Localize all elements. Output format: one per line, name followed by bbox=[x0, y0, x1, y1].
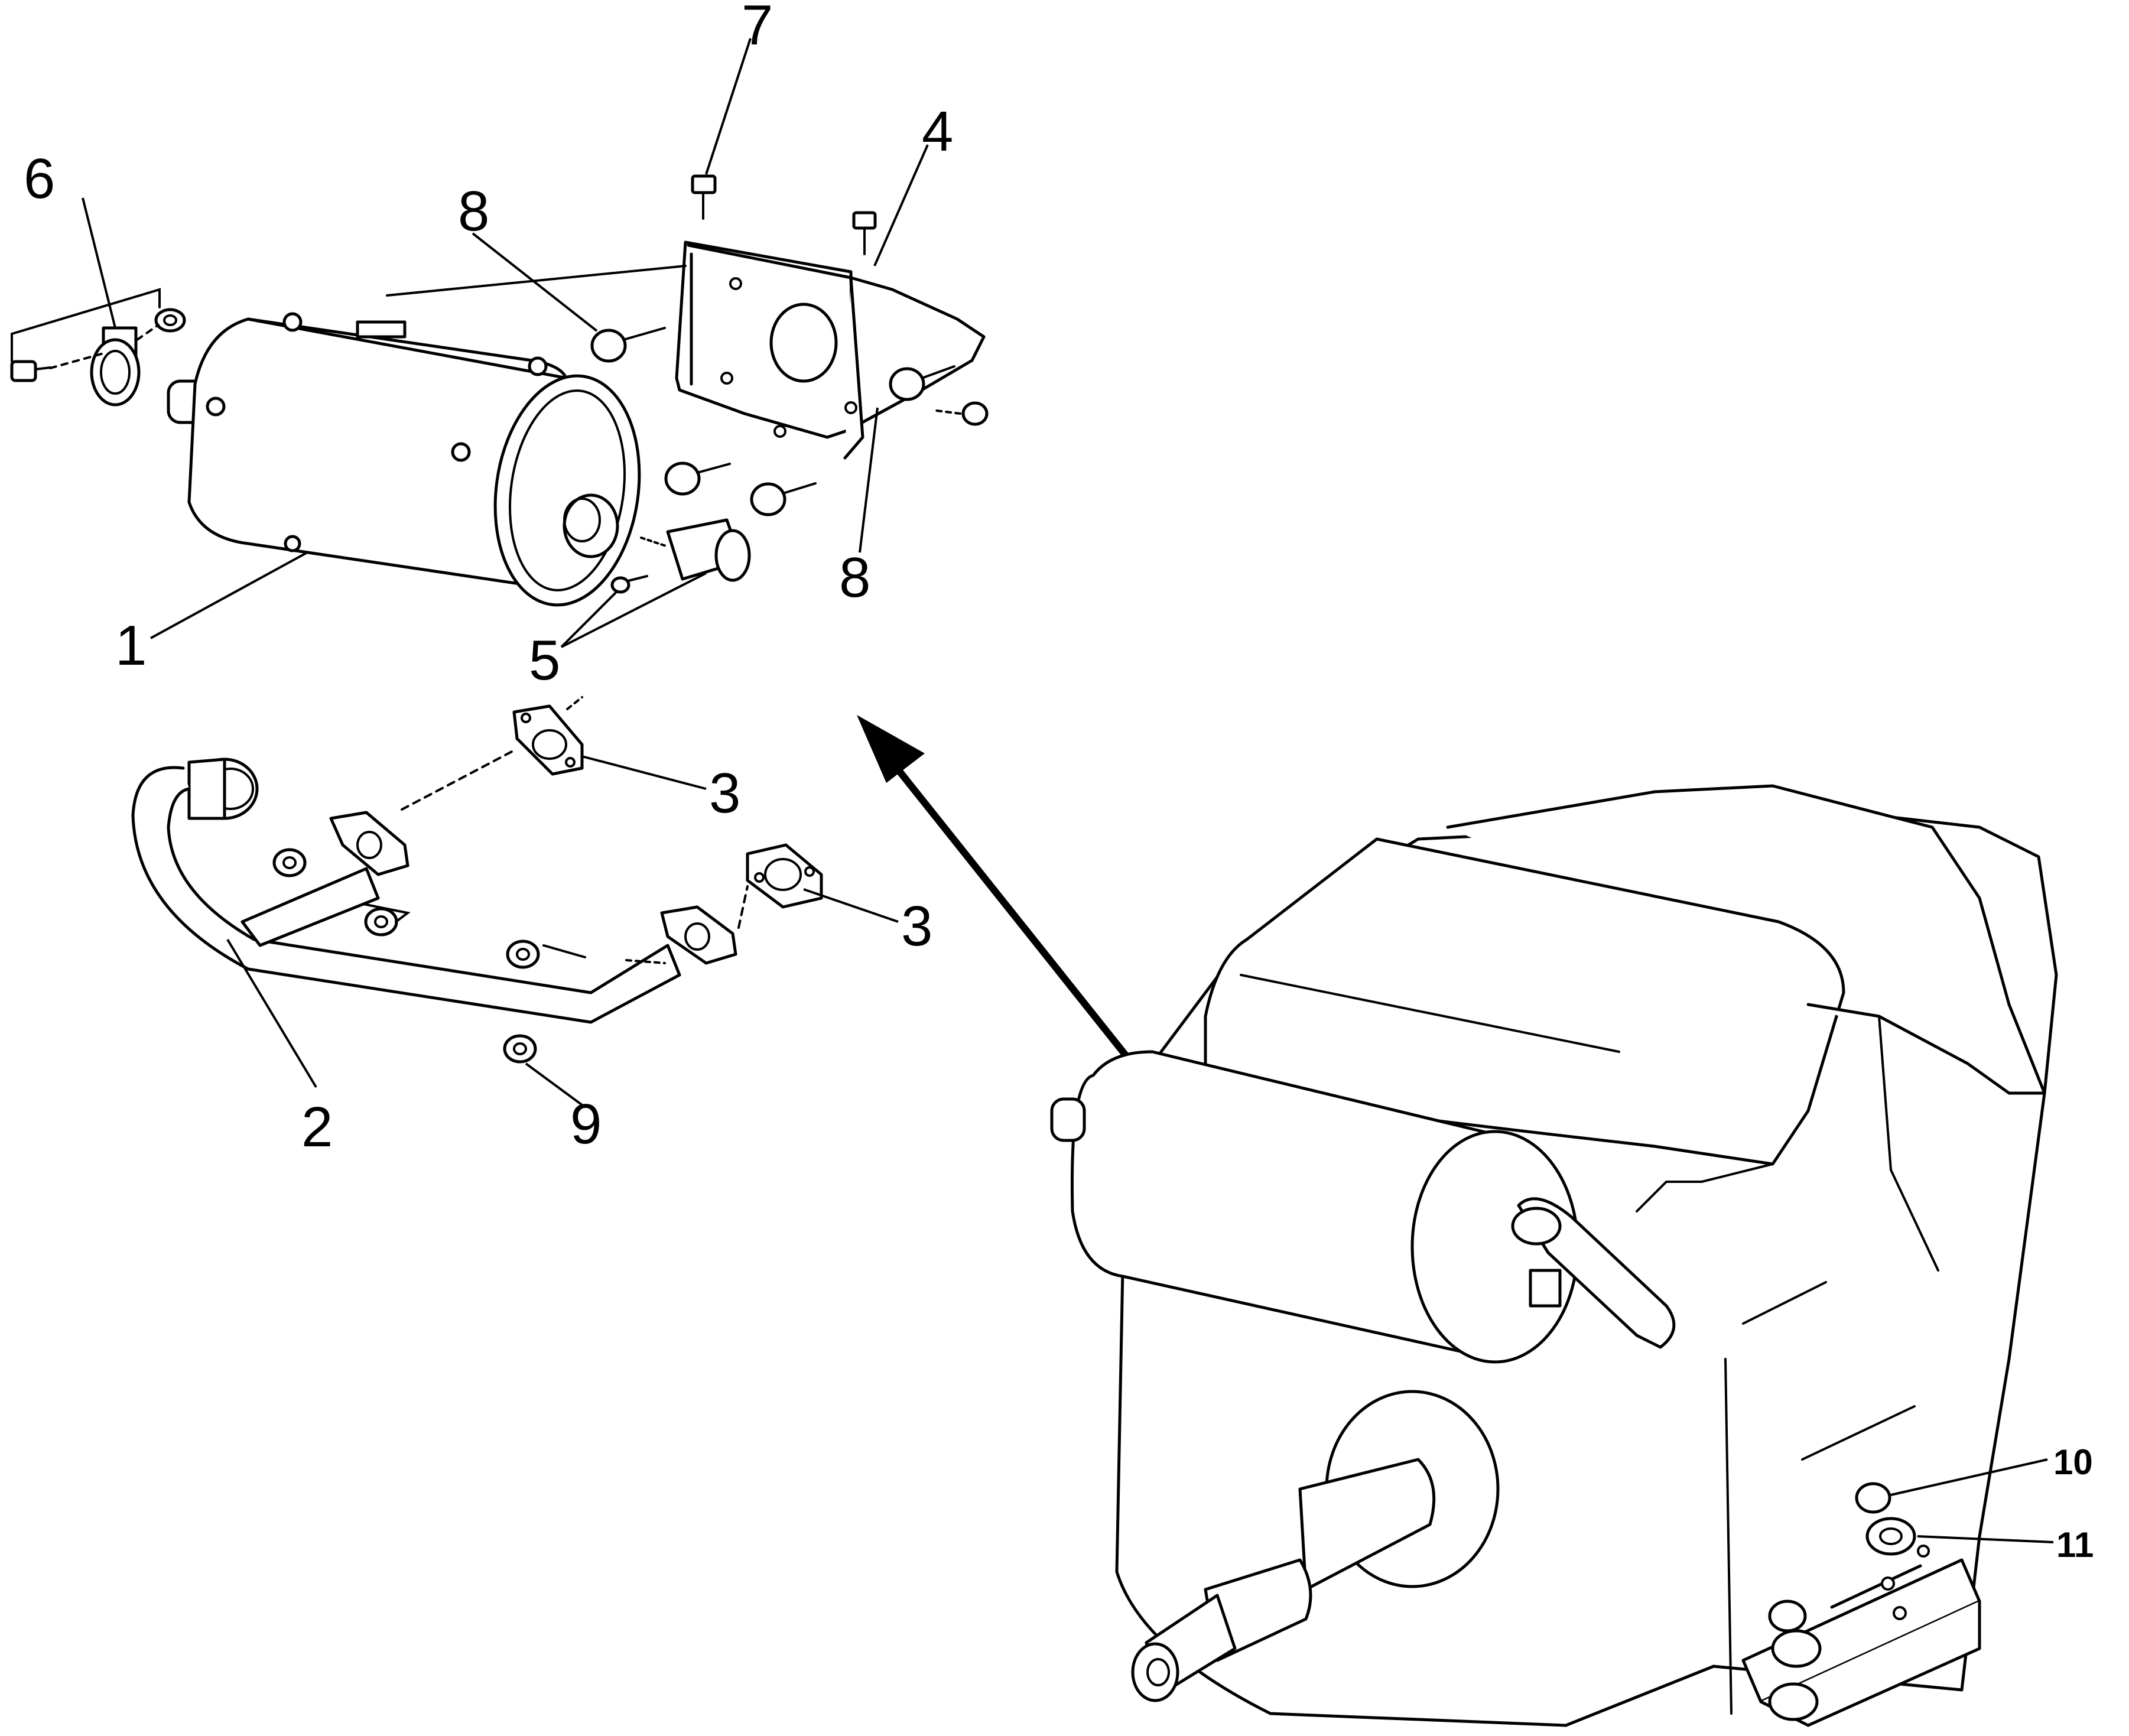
callout-9: 9 bbox=[570, 1093, 602, 1156]
mounting-bracket bbox=[386, 240, 986, 460]
callout-1: 1 bbox=[115, 614, 147, 677]
spark-arrester bbox=[610, 518, 751, 594]
callout-10: 10 bbox=[2053, 1442, 2093, 1482]
callout-6: 6 bbox=[24, 147, 55, 210]
callout-4: 4 bbox=[922, 100, 953, 163]
callout-11: 11 bbox=[2056, 1525, 2094, 1565]
engine-assembly bbox=[1050, 784, 2058, 1727]
callout-5: 5 bbox=[529, 629, 560, 692]
gasket-lower bbox=[746, 843, 823, 909]
callout-7: 7 bbox=[742, 0, 773, 57]
callout-labels: 1 2 3 3 4 5 6 7 8 8 9 10 11 bbox=[24, 0, 2094, 1565]
muffler bbox=[167, 312, 641, 607]
callout-3-lower: 3 bbox=[901, 895, 932, 958]
gasket-upper bbox=[512, 704, 584, 776]
callout-2: 2 bbox=[301, 1095, 333, 1159]
callout-3-upper: 3 bbox=[709, 762, 740, 825]
exhaust-pipe bbox=[131, 696, 749, 1064]
bracket-bolts bbox=[590, 174, 989, 516]
callout-8-lower: 8 bbox=[839, 546, 870, 609]
clamp-assembly bbox=[10, 288, 186, 407]
installation-arrow bbox=[857, 715, 1173, 1113]
callout-8-upper: 8 bbox=[458, 180, 489, 243]
leader-lines bbox=[82, 38, 2054, 1543]
